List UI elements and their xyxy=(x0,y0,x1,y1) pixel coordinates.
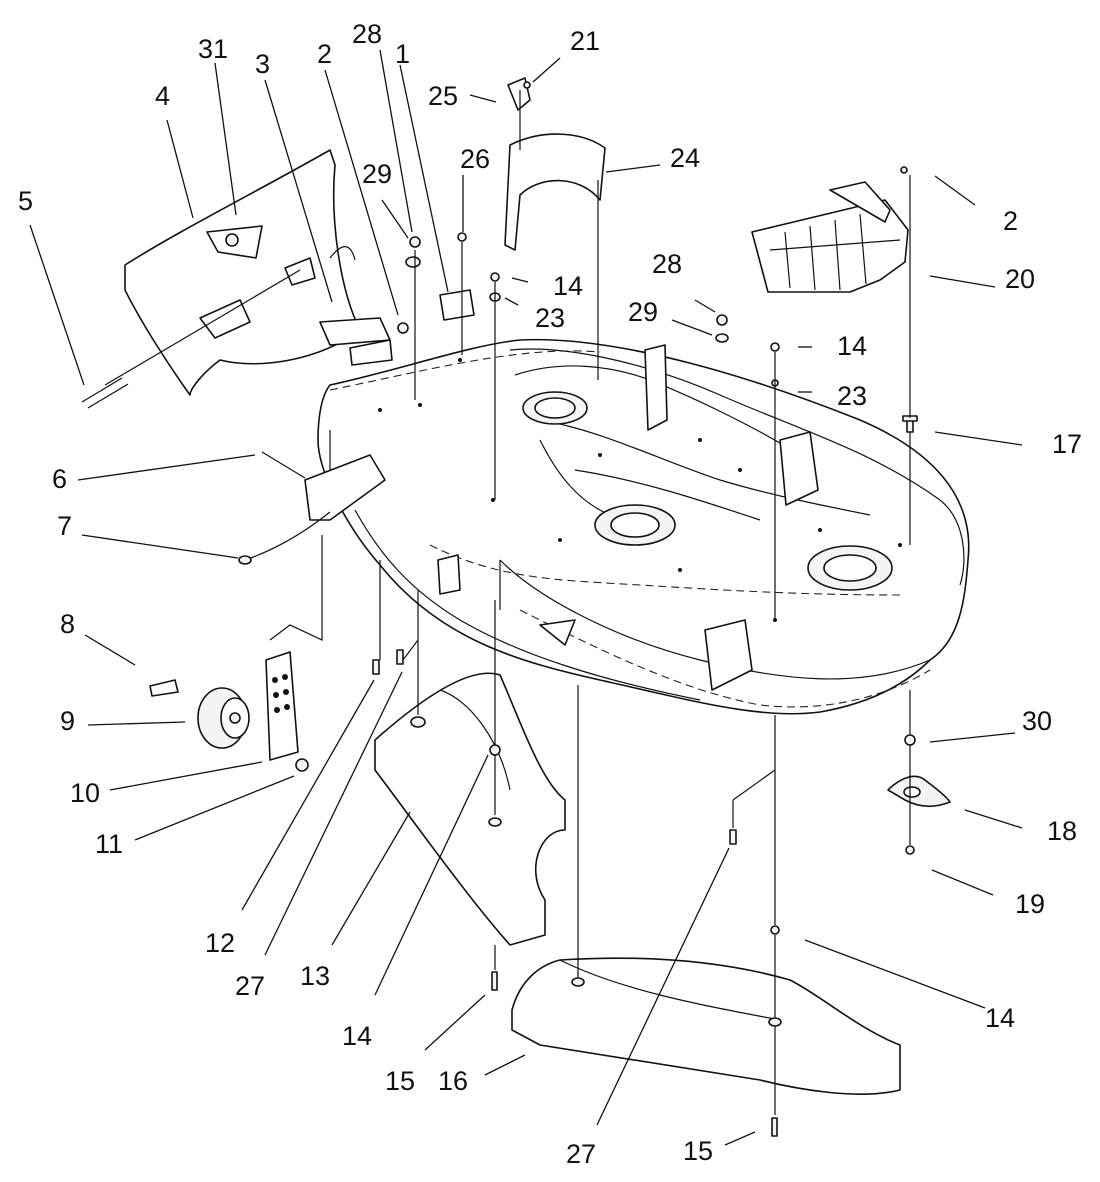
front-baffle xyxy=(374,672,566,946)
callout-labels: 31 3 2 28 1 21 4 25 5 29 26 24 2 14 23 2… xyxy=(18,19,1082,1169)
callout-10: 10 xyxy=(70,778,100,808)
deck-bracket-small xyxy=(437,554,461,595)
callout-13: 13 xyxy=(300,961,330,991)
callout-3: 3 xyxy=(255,49,270,79)
callout-2b: 2 xyxy=(1003,206,1018,236)
callout-29b: 29 xyxy=(628,297,658,327)
callout-2: 2 xyxy=(317,39,332,69)
front-hanger-bracket xyxy=(304,454,386,521)
callout-11: 11 xyxy=(95,829,123,859)
callout-14c: 14 xyxy=(342,1021,372,1051)
callout-15: 15 xyxy=(385,1066,415,1096)
callout-17: 17 xyxy=(1052,429,1082,459)
callout-14: 14 xyxy=(553,271,583,301)
gauge-wheel-assembly xyxy=(149,651,309,772)
callout-28b: 28 xyxy=(652,249,682,279)
callout-21: 21 xyxy=(570,26,600,56)
callout-8: 8 xyxy=(60,609,75,639)
mower-deck xyxy=(317,338,970,715)
callout-26: 26 xyxy=(460,144,490,174)
deck-bracket-mid xyxy=(539,619,576,646)
hardware xyxy=(238,81,951,1137)
bracket-26 xyxy=(439,289,475,321)
assembly-lines xyxy=(269,175,911,1115)
chute-cover xyxy=(504,77,606,251)
callout-1: 1 xyxy=(395,39,410,69)
rear-baffle xyxy=(511,957,901,1095)
deck-bracket-front xyxy=(704,619,753,691)
callout-9: 9 xyxy=(60,706,75,736)
callout-31: 31 xyxy=(198,34,228,64)
callout-18: 18 xyxy=(1047,816,1077,846)
discharge-chute xyxy=(751,181,909,293)
hinge-brackets xyxy=(81,246,393,409)
callout-23: 23 xyxy=(535,303,565,333)
callout-15b: 15 xyxy=(683,1136,713,1166)
deck-bracket-right xyxy=(779,431,819,506)
callout-25: 25 xyxy=(428,81,458,111)
callout-14b: 14 xyxy=(837,331,867,361)
callout-19: 19 xyxy=(1015,889,1045,919)
callout-23b: 23 xyxy=(837,381,867,411)
callout-27b: 27 xyxy=(566,1139,596,1169)
deflector-shield xyxy=(124,149,361,396)
callout-6: 6 xyxy=(52,464,67,494)
callout-27: 27 xyxy=(235,971,265,1001)
callout-4: 4 xyxy=(155,81,170,111)
callout-29: 29 xyxy=(362,159,392,189)
callout-16: 16 xyxy=(438,1066,468,1096)
callout-7: 7 xyxy=(57,511,72,541)
callout-14d: 14 xyxy=(985,1003,1015,1033)
callout-12: 12 xyxy=(205,928,235,958)
callout-24: 24 xyxy=(670,143,700,173)
callout-28: 28 xyxy=(352,19,382,49)
callout-20: 20 xyxy=(1005,264,1035,294)
callout-5: 5 xyxy=(18,186,33,216)
leader-lines xyxy=(29,49,1023,1146)
callout-30: 30 xyxy=(1022,706,1052,736)
deck-bracket-left xyxy=(644,344,668,431)
